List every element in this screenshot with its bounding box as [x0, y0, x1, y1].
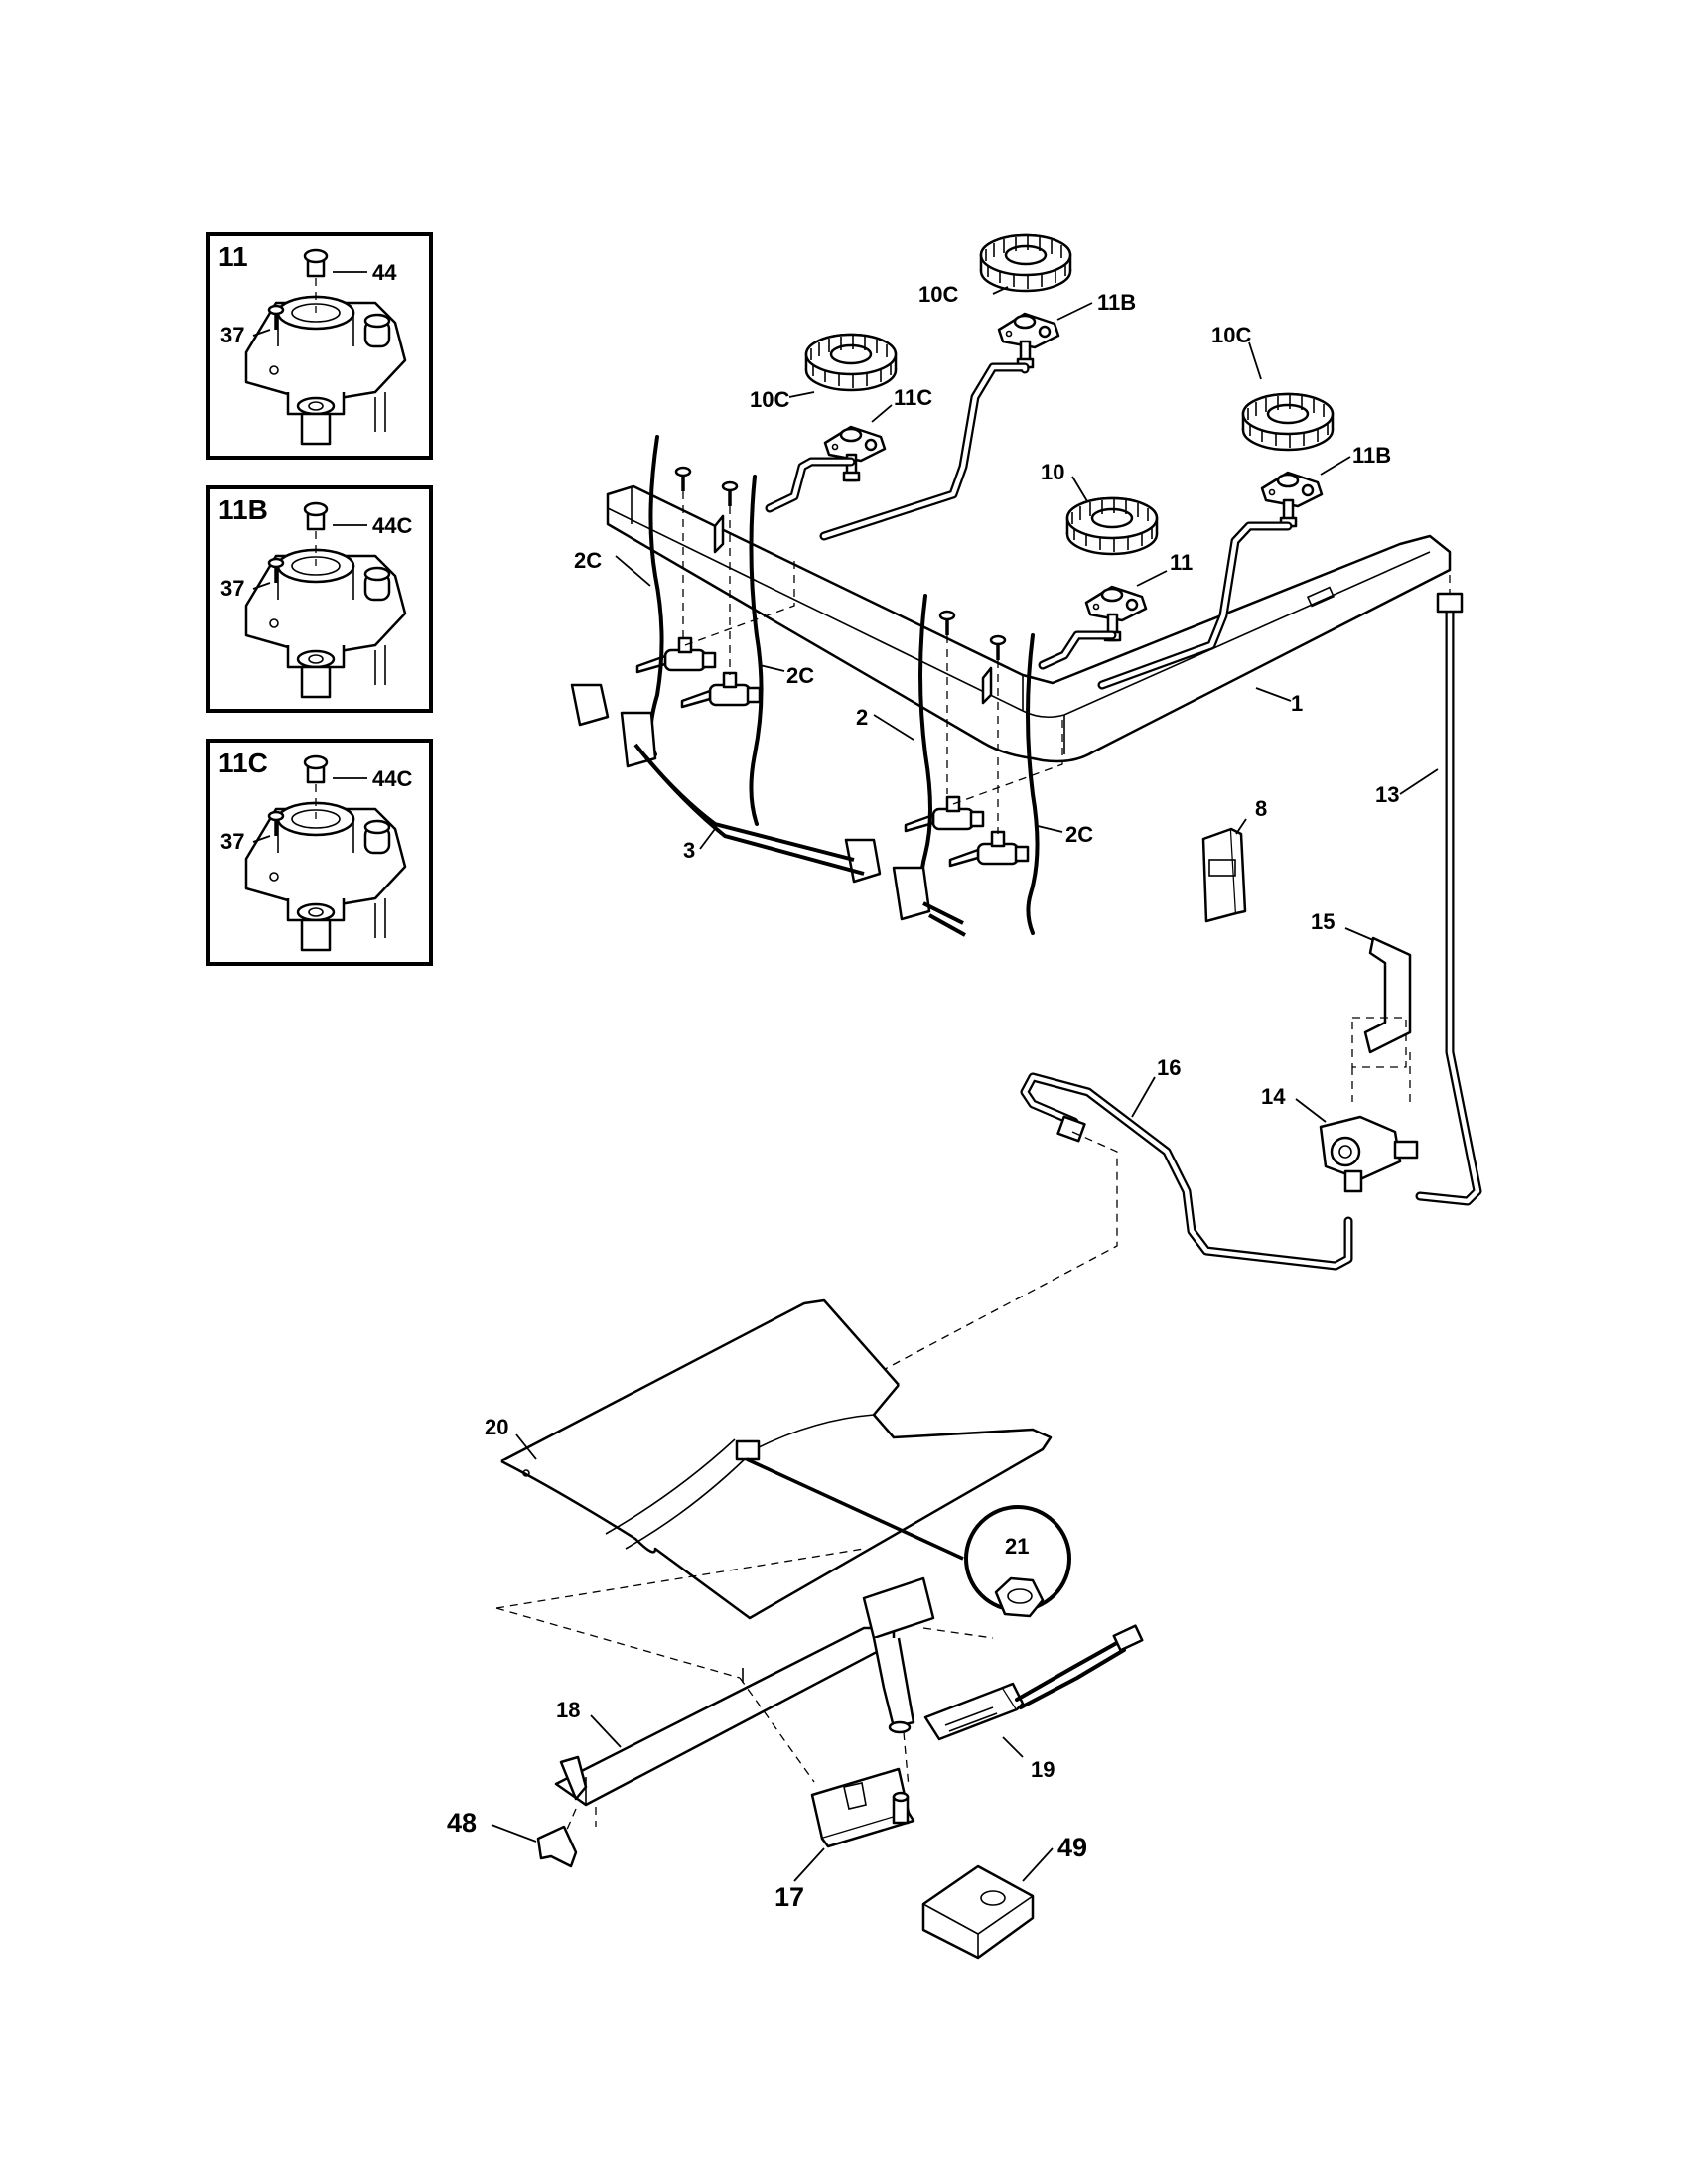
lock-nut-21 [735, 1439, 1071, 1618]
callout-18: 18 [556, 1698, 580, 1722]
inset-11b-title: 11B [218, 494, 268, 525]
callout-10c-a: 10C [918, 282, 958, 307]
orifice-holder-11b-right [1260, 471, 1324, 528]
orifice-holder-11c [823, 425, 887, 482]
callout-14: 14 [1261, 1084, 1286, 1109]
callout-49: 49 [1057, 1833, 1087, 1862]
callout-21: 21 [1005, 1534, 1029, 1559]
orifice-holder-11b-top [997, 312, 1060, 369]
oven-burner-18 [495, 1548, 994, 1827]
callout-16: 16 [1157, 1055, 1181, 1080]
valve-17 [810, 1767, 915, 1848]
callout-15: 15 [1311, 909, 1335, 934]
callout-2c-b: 2C [786, 663, 814, 688]
callout-11: 11 [1170, 550, 1193, 575]
callout-20: 20 [485, 1415, 508, 1439]
callout-1: 1 [1291, 691, 1303, 716]
callout-13: 13 [1375, 782, 1399, 807]
callout-17: 17 [774, 1882, 804, 1912]
inset-11c-title: 11C [218, 748, 268, 778]
callout-44c-b: 44C [372, 513, 412, 538]
callout-2c-c: 2C [1065, 822, 1093, 847]
callout-11b-a: 11B [1097, 290, 1136, 315]
inset-11: 11 44 37 [206, 232, 433, 460]
callout-10c-b: 10C [750, 387, 789, 412]
burner-head-10c-left [804, 333, 898, 392]
callout-2: 2 [856, 705, 868, 730]
inset-11-title: 11 [218, 241, 248, 272]
baffle-20 [500, 1298, 1053, 1620]
callout-10: 10 [1041, 460, 1064, 484]
gas-tube-16 [873, 1072, 1353, 1376]
gas-tube-13 [1415, 592, 1482, 1206]
callout-labels: 10C 11B 10C 11C 10C 11B 10 11 2C 2C 2 2C… [447, 282, 1399, 1912]
callout-8: 8 [1255, 796, 1267, 821]
burner-head-10c-right [1241, 392, 1335, 452]
bracket-15 [1351, 936, 1412, 1102]
inset-11c: 11C 44C 37 [206, 739, 433, 966]
callout-11c: 11C [894, 385, 932, 410]
callout-44c-c: 44C [372, 766, 412, 791]
callout-37: 37 [220, 323, 244, 347]
callout-37-b: 37 [220, 576, 244, 601]
callout-2c-a: 2C [574, 548, 602, 573]
burner-head-10c-center [979, 233, 1072, 293]
spark-module-8 [1201, 827, 1247, 923]
callout-19: 19 [1031, 1757, 1055, 1782]
leader-lines [491, 286, 1439, 1882]
callout-11b-b: 11B [1352, 443, 1391, 468]
inset-11b: 11B 44C 37 [206, 485, 433, 713]
callout-44: 44 [372, 260, 397, 285]
clip-48 [536, 1808, 578, 1868]
dashed-guides-top [682, 491, 1451, 834]
burner-tubes [765, 362, 1293, 690]
shield-49 [921, 1864, 1035, 1960]
igniter-19 [923, 1624, 1144, 1741]
regulator-14 [1319, 1115, 1419, 1193]
callout-37-c: 37 [220, 829, 244, 854]
callout-10c-c: 10C [1211, 323, 1251, 347]
burner-bracket-3 [570, 683, 966, 937]
burner-head-10 [1065, 496, 1159, 556]
callout-48: 48 [447, 1808, 477, 1838]
valves [635, 466, 1030, 868]
callout-3: 3 [683, 838, 695, 863]
